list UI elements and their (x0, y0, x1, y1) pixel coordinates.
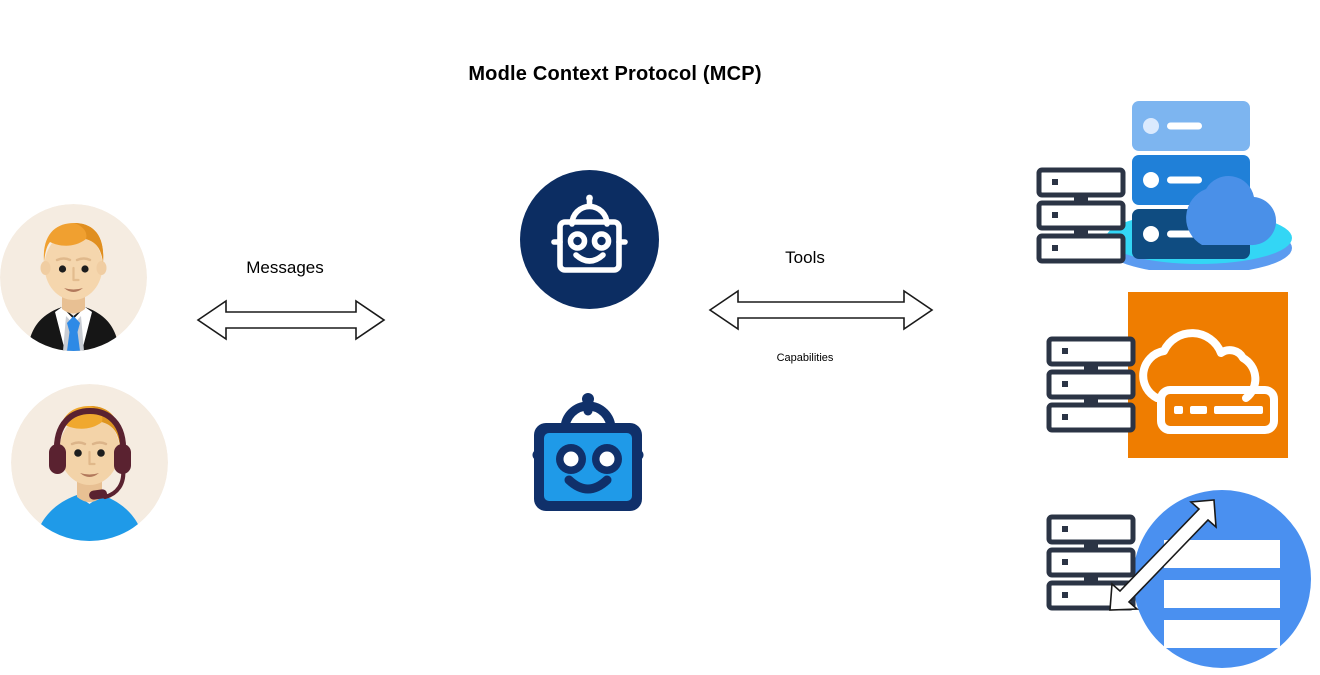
bidirectional-arrow-tools (708, 289, 934, 331)
bidirectional-diagonal-arrow-icon (1109, 499, 1217, 611)
agent-primary (520, 170, 659, 309)
support-agent-avatar-icon (11, 384, 168, 541)
server-node-cloud (1034, 90, 1294, 274)
agent-secondary (521, 383, 655, 517)
server-rack-icon (1046, 336, 1136, 433)
flow-sublabel-capabilities: Capabilities (776, 352, 834, 364)
cloud-server-stack-icon (1036, 101, 1292, 274)
businessman-avatar-icon (0, 204, 147, 351)
page-title: Modle Context Protocol (MCP) (468, 63, 762, 85)
server-node-storage (1044, 292, 1294, 464)
avatar-support-agent (11, 384, 168, 541)
robot-circle-icon (520, 170, 659, 309)
cloud-storage-tile-icon (1046, 292, 1288, 458)
bidirectional-arrow-messages (196, 299, 386, 341)
flow-label-tools: Tools (785, 248, 825, 267)
avatar-businessman (0, 204, 147, 351)
robot-icon (532, 393, 644, 511)
server-rack-icon (1036, 167, 1126, 264)
server-rack-icon (1046, 514, 1136, 611)
flow-label-messages: Messages (246, 258, 324, 277)
